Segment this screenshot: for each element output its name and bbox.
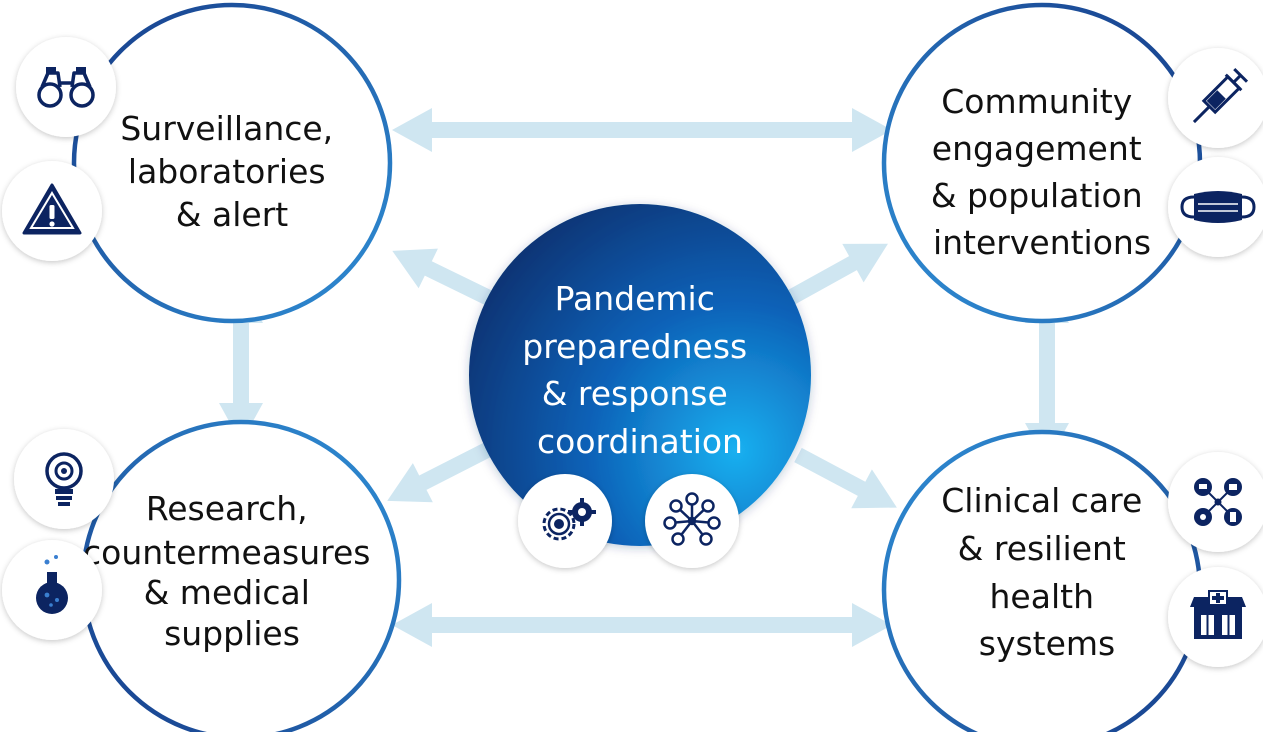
badge-gears (518, 474, 612, 568)
badge-lightbulb (14, 429, 114, 529)
flask-icon (36, 555, 68, 614)
gears-icon (542, 498, 596, 541)
node-label-line: & alert (176, 195, 288, 234)
connected-devices-icon (1194, 478, 1242, 526)
node-label: Clinical care & resilient health systems (941, 481, 1153, 663)
badge-pharmacy (1168, 567, 1263, 667)
network-nodes-icon (663, 492, 721, 546)
node-circle (71, 2, 393, 324)
badge-flask (2, 540, 102, 640)
badge-syringe (1168, 48, 1263, 148)
badge-network (645, 474, 739, 568)
badge-warning (2, 161, 102, 261)
badge-mask (1168, 157, 1263, 257)
node-label-line: Research, (146, 489, 308, 528)
node-label-line: & medical (144, 573, 310, 612)
syringe-icon (1192, 67, 1249, 124)
node-label-line: Clinical care (941, 481, 1142, 520)
node-label-line: Surveillance, (120, 109, 333, 148)
lightbulb-icon (45, 452, 83, 506)
arrow-center-to-top-right (786, 243, 888, 305)
node-label-line: interventions (933, 223, 1151, 262)
center-label-line: Pandemic (555, 279, 715, 318)
center-label-line: coordination (537, 422, 743, 461)
binoculars-icon (37, 67, 95, 108)
node-top-left: Surveillance, laboratories & alert (71, 2, 393, 324)
center-circle (469, 204, 811, 546)
badge-binoculars (16, 37, 116, 137)
node-label-line: & resilient (958, 529, 1126, 568)
arrow-right-vertical (1025, 283, 1069, 463)
warning-triangle-icon (22, 183, 82, 235)
node-label-line: Community (941, 82, 1132, 121)
node-top-right: Community engagement & population interv… (881, 2, 1203, 324)
node-label: Surveillance, laboratories & alert (120, 109, 343, 234)
node-bottom-right: Clinical care & resilient health systems (881, 429, 1203, 732)
node-label-line: laboratories (128, 152, 326, 191)
center-label-line: preparedness (522, 327, 747, 366)
arrow-bottom-horizontal (392, 603, 892, 647)
center-node: Pandemic preparedness & response coordin… (469, 204, 811, 546)
badge-devices (1168, 452, 1263, 552)
node-bottom-left: Research, countermeasures & medical supp… (80, 419, 402, 732)
center-label: Pandemic preparedness & response coordin… (522, 279, 757, 461)
arrow-center-to-top-left (392, 248, 497, 308)
pharmacy-store-icon (1190, 590, 1246, 639)
node-label: Research, countermeasures & medical supp… (83, 489, 381, 653)
node-label-line: supplies (164, 614, 300, 653)
node-label-line: health (990, 577, 1094, 616)
center-label-line: & response (542, 374, 728, 413)
node-label-line: countermeasures (83, 533, 371, 572)
face-mask-icon (1180, 191, 1256, 223)
node-label: Community engagement & population interv… (931, 82, 1153, 262)
arrow-top-horizontal (392, 108, 892, 152)
node-label-line: & population (931, 176, 1143, 215)
node-label-line: engagement (932, 129, 1142, 168)
arrow-center-to-bottom-left (387, 442, 491, 503)
arrow-center-to-bottom-right (794, 447, 897, 509)
node-label-line: systems (979, 624, 1116, 663)
